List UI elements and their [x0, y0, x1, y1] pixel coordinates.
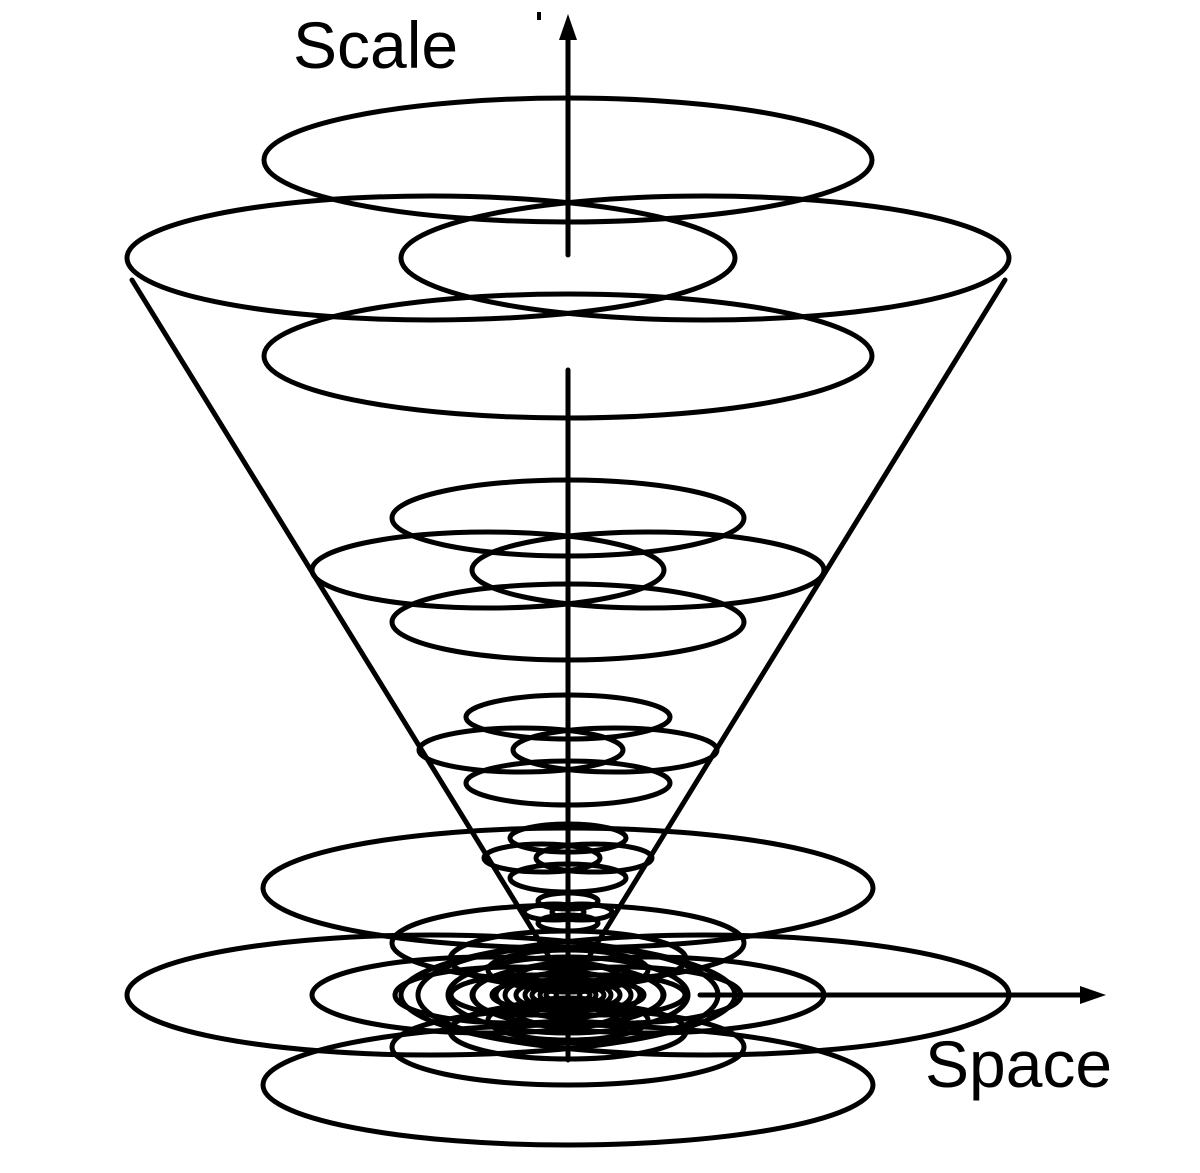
level-2-bottom-ellipse — [389, 581, 747, 663]
level-1-bottom-ellipse — [261, 291, 875, 421]
base-right-ellipse — [398, 932, 1012, 1058]
level-2-right-ellipse — [469, 529, 827, 611]
level-3-top-ellipse — [463, 692, 673, 742]
cone-right-edge — [587, 277, 1008, 958]
scale-axis-label: Scale — [293, 8, 458, 82]
level-4-top-ellipse — [507, 821, 629, 855]
level-3-right-ellipse — [510, 725, 720, 775]
base-center-ring-6 — [529, 981, 607, 1009]
level-1-top-ellipse — [261, 95, 875, 225]
level-3-bottom-ellipse — [463, 758, 673, 808]
level-2-left-ellipse — [309, 529, 667, 611]
level-2-top-ellipse — [389, 477, 747, 559]
scale-axis-arrowhead — [559, 14, 577, 40]
base-core-ellipse — [553, 987, 583, 1003]
level-3-left-ellipse — [416, 725, 626, 775]
level-1-left-ellipse — [124, 193, 738, 323]
level-1-right-ellipse — [398, 193, 1012, 323]
space-axis-label: Space — [925, 1027, 1112, 1101]
scale-level-ellipses — [124, 95, 1012, 1148]
level-5-top-ellipse — [535, 890, 601, 912]
base-center-ring-1 — [415, 944, 721, 1046]
space-axis-arrowhead — [1080, 986, 1106, 1004]
level-4-right-ellipse — [533, 841, 655, 875]
base-center-ring-2 — [445, 954, 691, 1036]
base-center-ring-4 — [493, 970, 643, 1020]
level-4-left-ellipse — [481, 841, 603, 875]
base-left-ellipse — [124, 932, 738, 1058]
level-base-inner-2-right-ellipse — [502, 964, 744, 1026]
base-center-ring-5 — [513, 976, 623, 1014]
cone-left-edge — [129, 277, 551, 958]
base-center-ring-3 — [470, 962, 666, 1028]
level-base-inner-2-left-ellipse — [392, 964, 634, 1026]
